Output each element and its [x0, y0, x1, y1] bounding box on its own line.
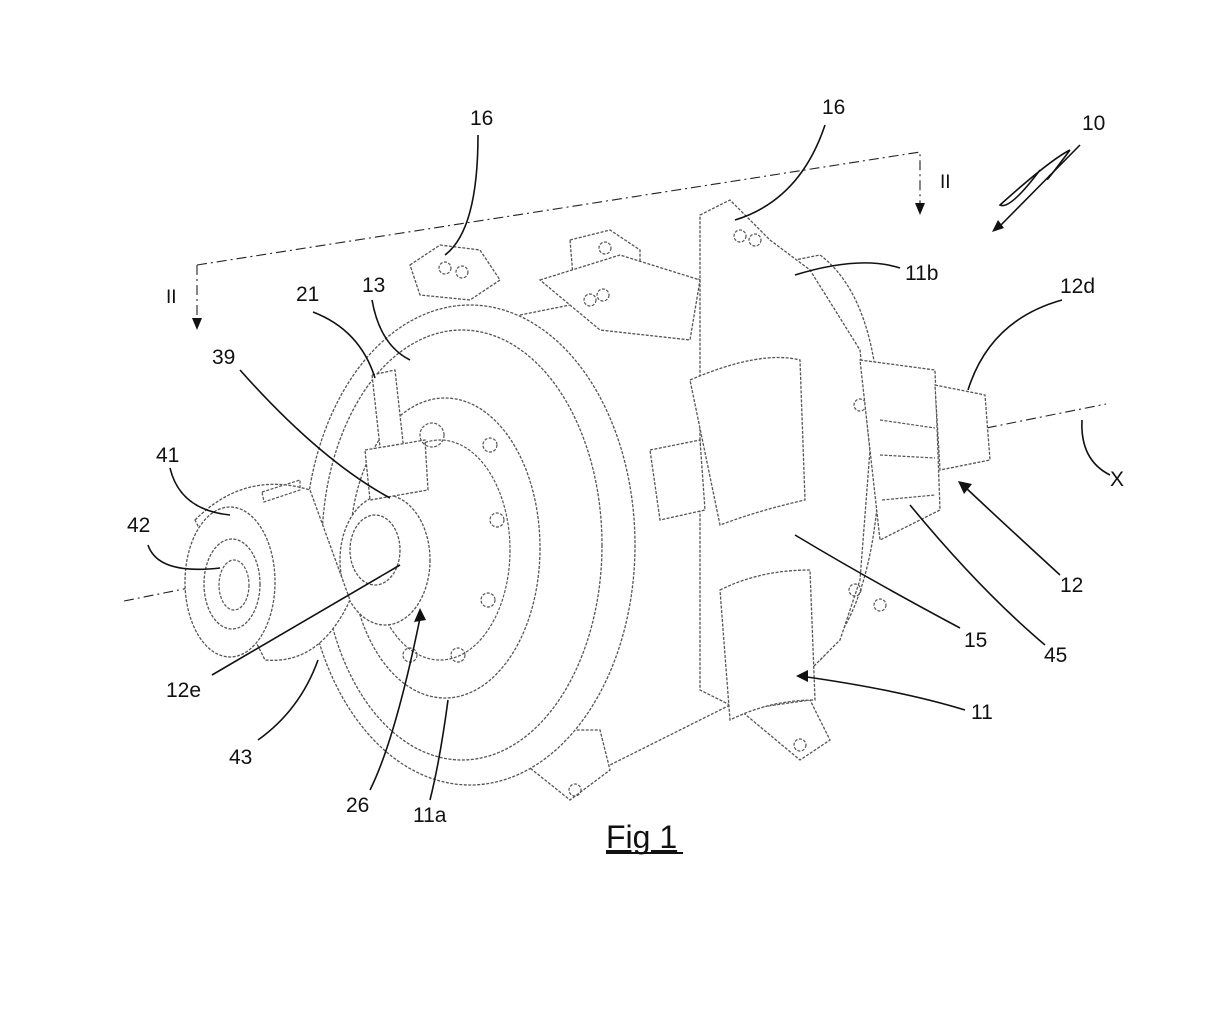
- leader-12d: [967, 299, 1063, 391]
- label-16-left: 16: [470, 107, 493, 130]
- label-11: 11: [971, 701, 993, 724]
- label-12e: 12e: [166, 679, 201, 702]
- leader-39: [239, 369, 391, 499]
- label-16-right: 16: [822, 96, 845, 119]
- freehub-body: [859, 359, 991, 541]
- lock-nut: [339, 494, 431, 626]
- label-11b: 11b: [905, 262, 938, 285]
- figure-title: Fig 1: [606, 819, 677, 855]
- label-11a: 11a: [413, 804, 447, 827]
- reference-labels: 10 16 16 11b 12d 21 13 39 41 42 12e 43 2…: [127, 96, 1124, 827]
- leader-42: [147, 544, 221, 571]
- leader-lines: [147, 124, 1111, 801]
- leader-12e: [211, 564, 401, 676]
- label-43: 43: [229, 746, 252, 769]
- leader-43: [257, 659, 319, 741]
- label-13: 13: [362, 274, 385, 297]
- leader-11a: [429, 699, 449, 801]
- leader-41: [169, 467, 231, 516]
- leader-11b: [794, 262, 901, 276]
- label-26: 26: [346, 794, 369, 817]
- section-line: [196, 151, 921, 320]
- leader-11: [799, 675, 966, 711]
- leader-21: [312, 311, 376, 379]
- section-arrow-right: [915, 203, 925, 215]
- label-41: 41: [156, 444, 179, 467]
- label-10: 10: [1082, 112, 1105, 135]
- label-42: 42: [127, 514, 150, 537]
- leader-10-arrow: [995, 144, 1081, 231]
- label-21: 21: [296, 283, 319, 306]
- leader-26: [369, 617, 421, 791]
- label-39: 39: [212, 346, 235, 369]
- leader-16-right: [734, 124, 826, 221]
- section-mark-right: II: [940, 172, 951, 193]
- label-45: 45: [1044, 644, 1067, 667]
- leader-12: [964, 486, 1061, 576]
- section-arrow-left: [192, 318, 202, 330]
- sensor-21: [364, 369, 445, 501]
- leader-45: [909, 504, 1046, 646]
- leader-15: [794, 534, 961, 629]
- leader-x: [1081, 419, 1111, 476]
- leader-10: [998, 149, 1071, 207]
- section-mark-left: II: [166, 287, 177, 308]
- leader-16-left: [444, 134, 479, 256]
- label-15: 15: [964, 629, 987, 652]
- label-12d: 12d: [1060, 275, 1095, 298]
- label-12: 12: [1060, 574, 1083, 597]
- label-x: X: [1110, 468, 1124, 491]
- leader-13: [371, 299, 411, 361]
